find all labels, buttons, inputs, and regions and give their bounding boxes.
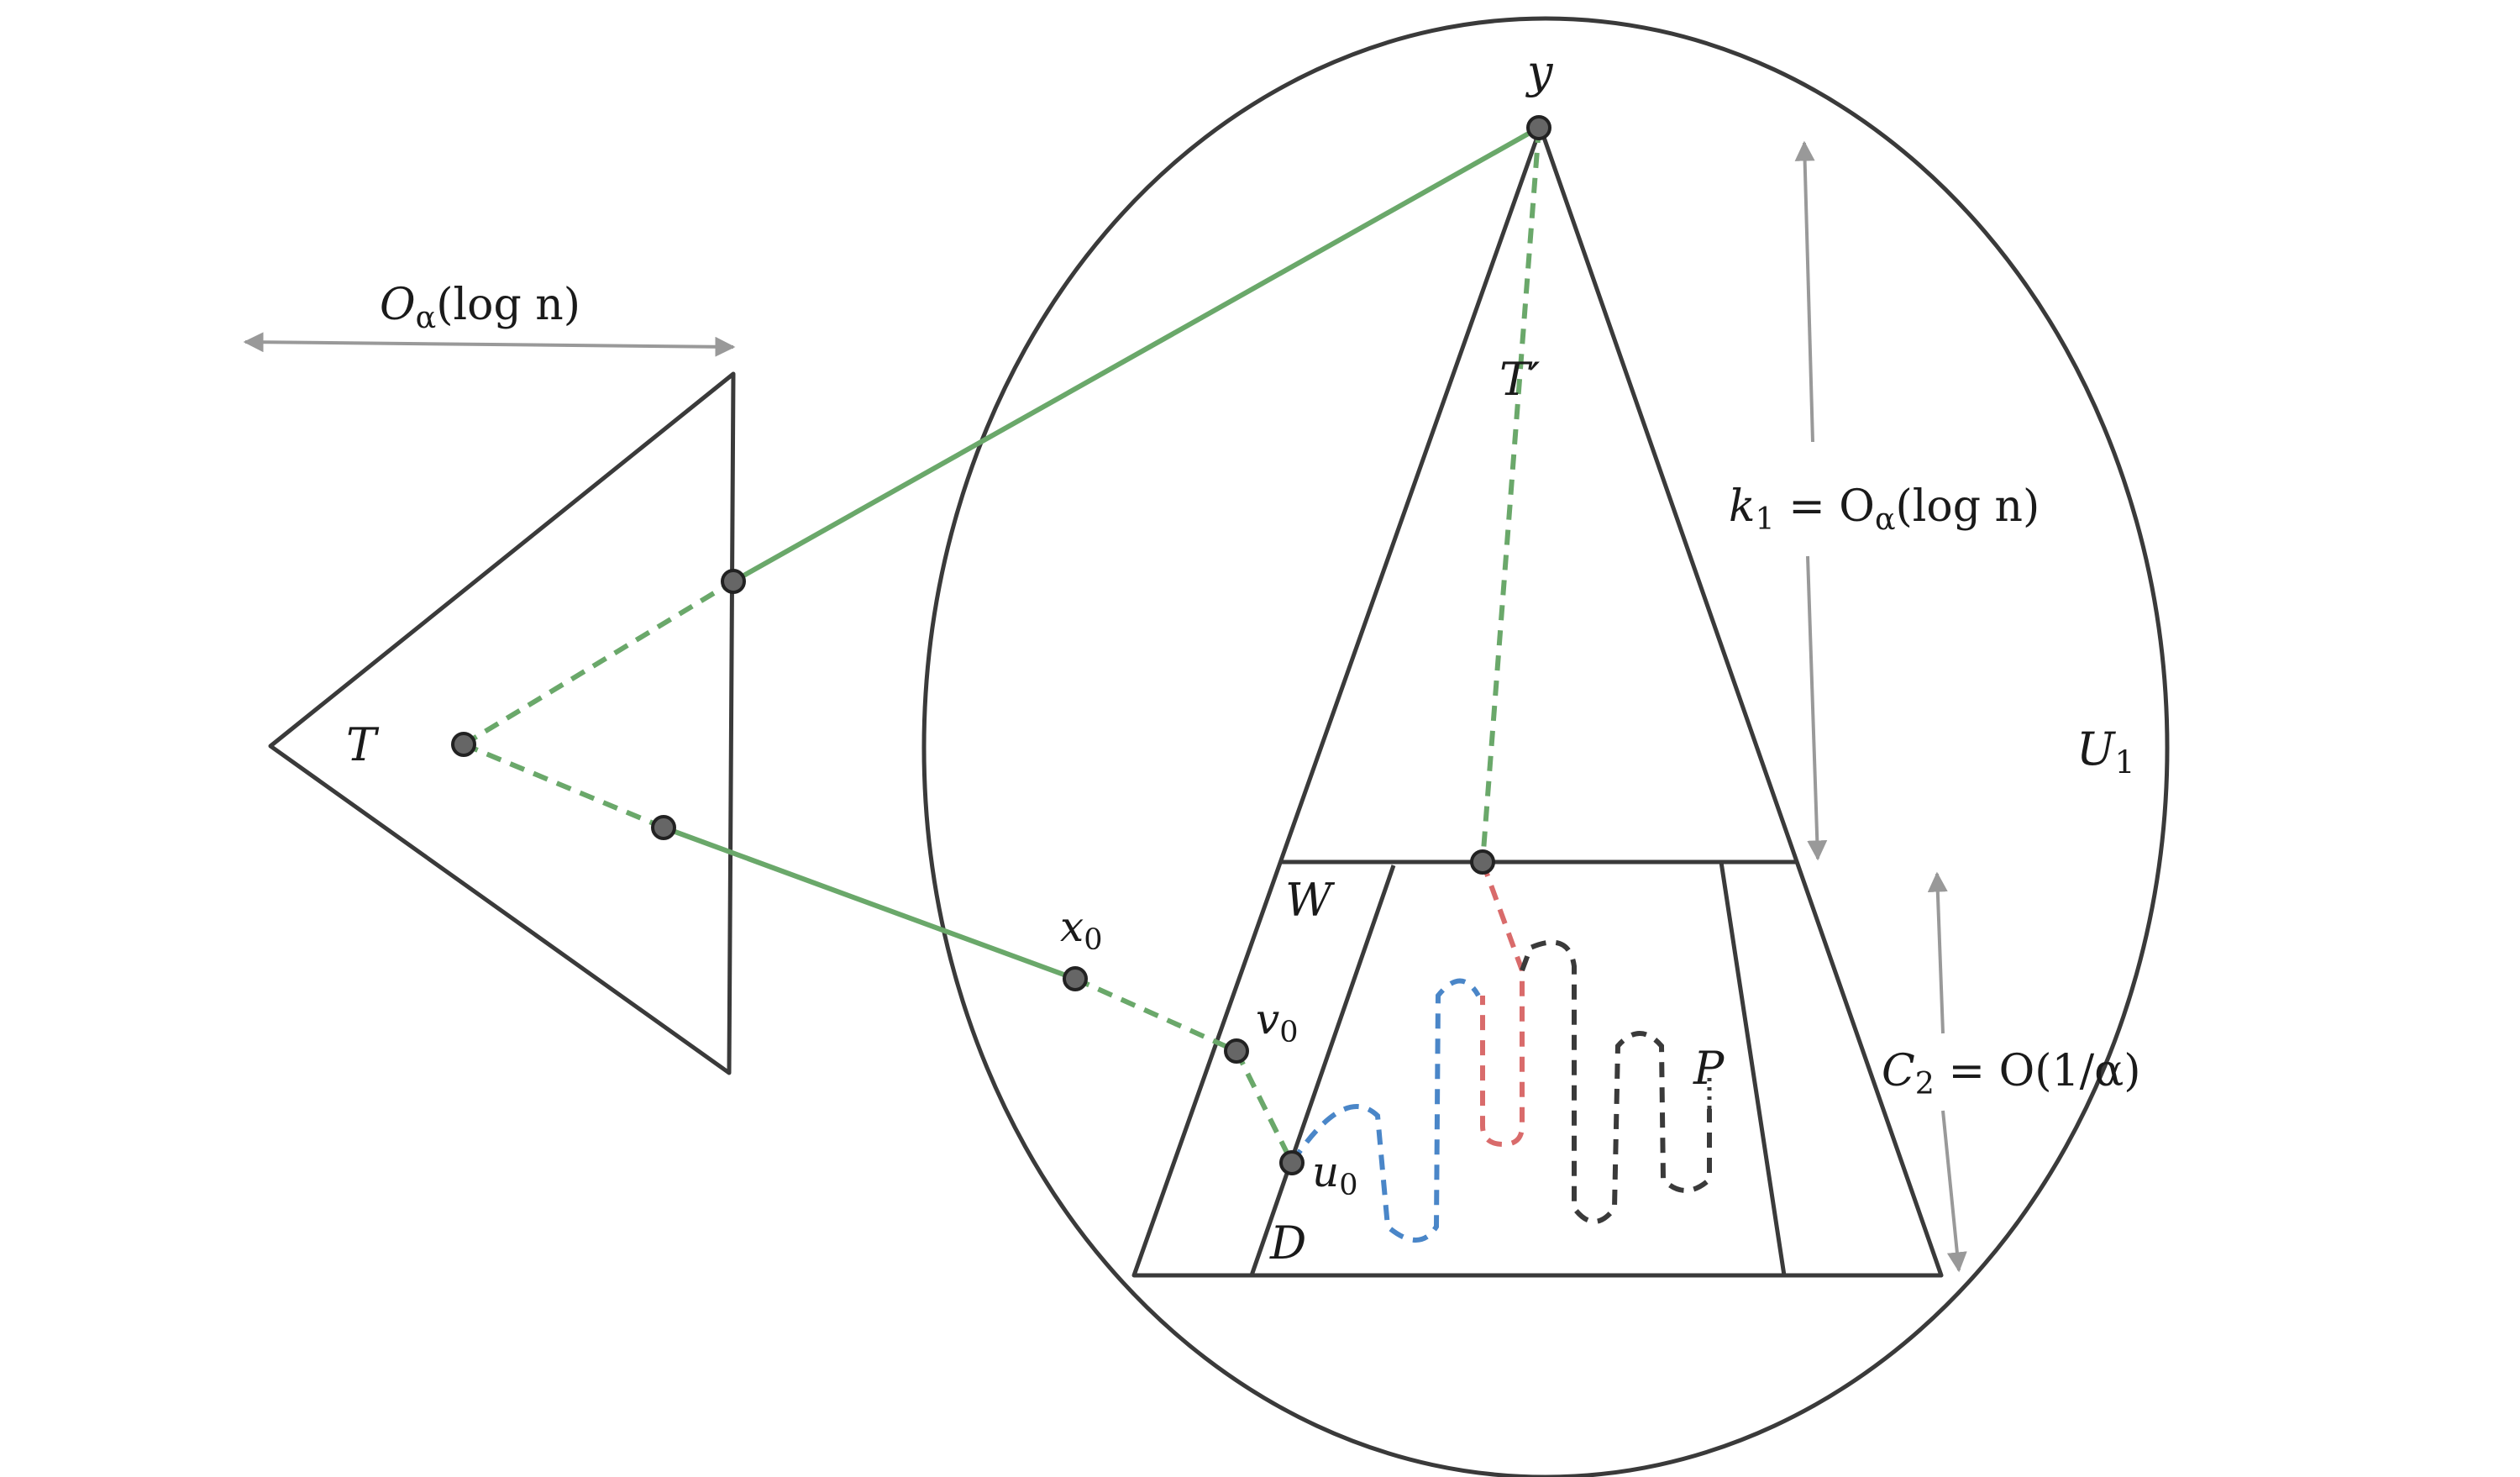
- label-y: y: [1525, 45, 1554, 98]
- black-dashed-path: [1520, 939, 1712, 1224]
- label-width-measure: Oα(log n): [380, 280, 580, 335]
- label-x0: x0: [1060, 902, 1102, 957]
- nodes: [451, 115, 1551, 1175]
- node-x0: [1063, 966, 1088, 991]
- green-dashed-v0-u0: [1234, 1049, 1294, 1164]
- w-boundary-line: [1249, 865, 1396, 1276]
- node-t-lower-exit: [651, 815, 676, 840]
- tree-t-prime-triangle: [1131, 125, 1944, 1278]
- green-dashed-t-lower: [462, 742, 665, 830]
- right-inner-boundary-line: [1719, 861, 1787, 1276]
- region-u1-ellipse: [921, 16, 2170, 1477]
- label-u1: U1: [2076, 723, 2135, 781]
- c2-arrow-bottom: [1941, 1110, 1967, 1273]
- node-t-prime-bottom: [1470, 849, 1495, 875]
- blue-dashed-path: [1289, 978, 1481, 1243]
- k1-arrow-bottom: [1806, 555, 1828, 861]
- label-u0: u0: [1312, 1148, 1357, 1202]
- label-w: W: [1285, 874, 1336, 927]
- node-t-upper-exit: [721, 569, 746, 594]
- width-arrow: [243, 332, 736, 357]
- label-c2: C2 = O(1/α): [1882, 1046, 2141, 1101]
- label-k1: k1 = Oα(log n): [1729, 481, 2040, 537]
- label-t: T: [346, 718, 380, 771]
- green-path-solid-lower: [662, 825, 1077, 981]
- red-dashed-path: [1480, 860, 1525, 1148]
- node-t-root: [451, 732, 476, 757]
- green-dashed-x0-v0: [1074, 976, 1238, 1054]
- k1-arrow-top: [1794, 140, 1815, 443]
- node-v0: [1224, 1038, 1249, 1064]
- node-y: [1526, 115, 1551, 140]
- green-dashed-y-down: [1480, 127, 1541, 863]
- node-u0: [1279, 1150, 1305, 1175]
- green-dashed-t-upper: [462, 579, 735, 747]
- c2-arrow-top: [1927, 871, 1948, 1034]
- green-dashed-paths: [462, 127, 1541, 1164]
- label-d: D: [1269, 1217, 1306, 1269]
- green-path-solid-upper: [732, 125, 1541, 584]
- tree-t-triangle: [268, 371, 736, 1075]
- label-t-prime: T′: [1499, 353, 1540, 406]
- label-v0: v0: [1256, 995, 1299, 1049]
- label-p: P: [1693, 1042, 1725, 1095]
